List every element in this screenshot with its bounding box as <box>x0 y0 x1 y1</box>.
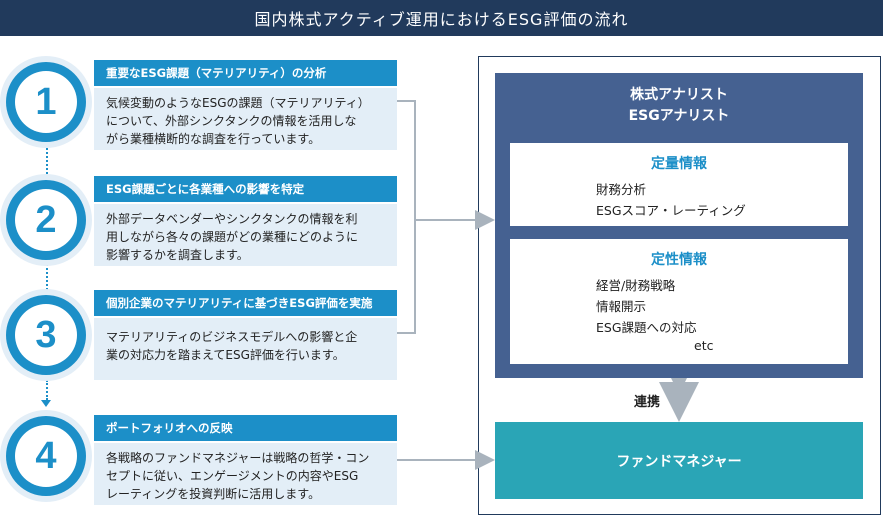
link-label: 連携 <box>634 395 661 410</box>
qualitative-box: 定性情報 経営/財務戦略 情報開示 ESG課題への対応 etc <box>510 239 848 364</box>
dotted-connector-2-3 <box>46 264 48 290</box>
step-3-body: マテリアリティのビジネスモデルへの影響と企 業の対応力を踏まえてESG評価を行い… <box>94 318 397 380</box>
step-1-header: 重要なESG課題（マテリアリティ）の分析 <box>94 60 397 86</box>
step-4-header: ポートフォリオへの反映 <box>94 415 397 441</box>
quantitative-item: ESGスコア・レーティング <box>596 203 746 218</box>
step-3-number: 3 <box>15 304 77 366</box>
qualitative-item: 情報開示 <box>596 299 647 314</box>
bracket-line <box>397 100 416 334</box>
step-2-badge: 2 <box>0 174 92 266</box>
step-4-number: 4 <box>15 425 77 487</box>
analyst-panel-title: 株式アナリスト ESGアナリスト <box>628 87 730 124</box>
dotted-connector-1-2 <box>46 148 48 174</box>
step-arrow-3-4 <box>41 400 51 407</box>
step-2-header: ESG課題ごとに各業種への影響を特定 <box>94 176 397 202</box>
quantitative-title: 定量情報 <box>651 156 707 172</box>
analyst-panel: 株式アナリスト ESGアナリスト 定量情報 財務分析 ESGスコア・レーティング… <box>495 73 863 378</box>
fund-manager-box: ファンドマネジャー <box>495 422 863 499</box>
qualitative-item: ESG課題への対応 <box>596 320 697 335</box>
qualitative-item: etc <box>694 338 714 353</box>
qualitative-title: 定性情報 <box>651 252 707 268</box>
step-1-number: 1 <box>15 71 77 133</box>
step-4-badge: 4 <box>0 410 92 502</box>
diagram-title: 国内株式アクティブ運用におけるESG評価の流れ <box>0 0 883 36</box>
quantitative-item: 財務分析 <box>596 182 647 197</box>
qualitative-item: 経営/財務戦略 <box>596 278 676 293</box>
dotted-connector-3-4 <box>46 380 48 400</box>
step-3-header: 個別企業のマテリアリティに基づきESG評価を実施 <box>94 290 397 316</box>
step-2-body: 外部データベンダーやシンクタンクの情報を利 用しながら各々の課題がどの業種にどの… <box>94 204 397 266</box>
step-4-body: 各戦略のファンドマネジャーは戦略の哲学・コン セプトに従い、エンゲージメントの内… <box>94 443 397 505</box>
step-3-badge: 3 <box>0 289 92 381</box>
step-1-body: 気候変動のようなESGの課題（マテリアリティ） について、外部シンクタンクの情報… <box>94 88 397 150</box>
quantitative-box: 定量情報 財務分析 ESGスコア・レーティング <box>510 143 848 226</box>
step-2-number: 2 <box>15 189 77 251</box>
step-1-badge: 1 <box>0 56 92 148</box>
